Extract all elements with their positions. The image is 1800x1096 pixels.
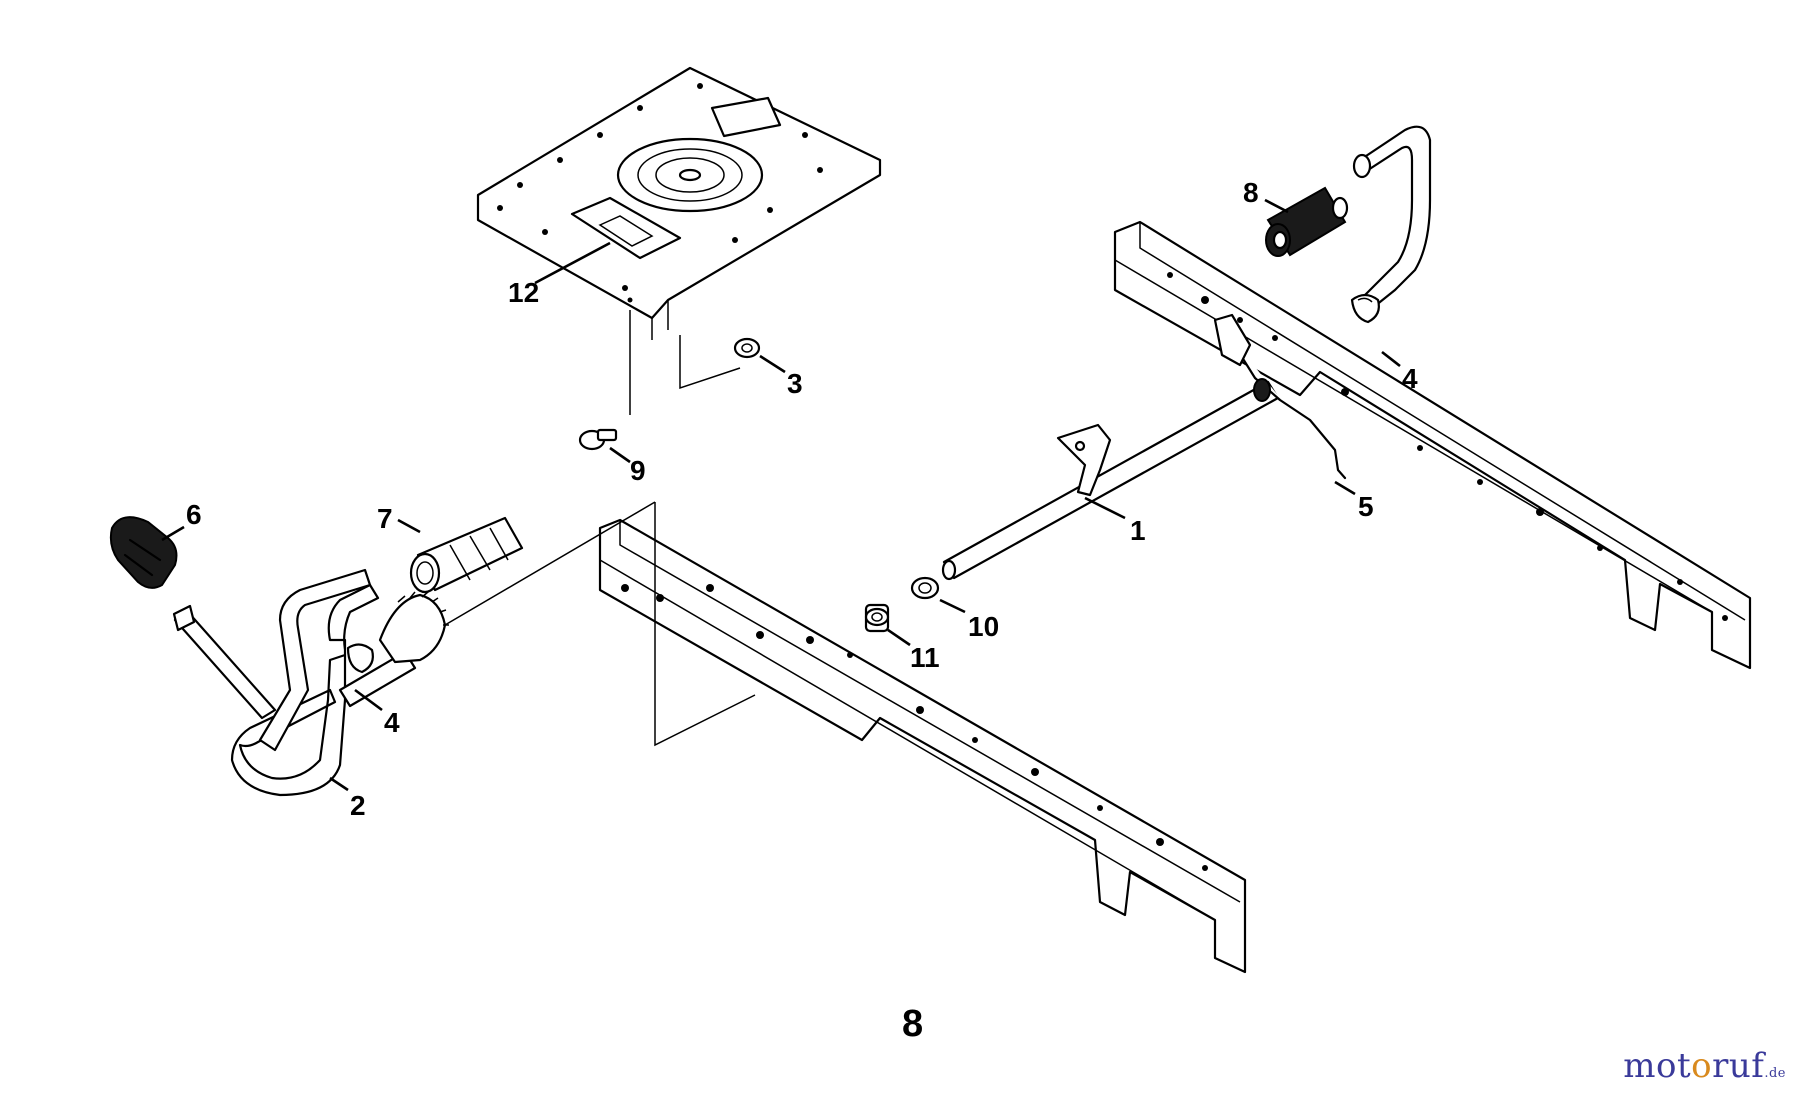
- nut: [733, 337, 761, 359]
- watermark-part-3: ruf: [1712, 1046, 1765, 1086]
- leader-2: [329, 776, 349, 792]
- leader-3: [759, 354, 786, 374]
- seat-plate: [476, 66, 882, 340]
- pedal-lever-left: [230, 568, 449, 797]
- watermark-part-2: o: [1691, 1046, 1713, 1086]
- callout-11: 11: [910, 642, 940, 673]
- cross-shaft: [941, 380, 1280, 581]
- page-number: 8: [902, 1003, 923, 1045]
- knob: [109, 516, 178, 589]
- bushing-10: [910, 576, 940, 600]
- watermark-part-1: mot: [1623, 1046, 1692, 1086]
- leader-12: [534, 241, 611, 285]
- leader-line: [679, 335, 741, 390]
- watermark-tld: .de: [1764, 1066, 1786, 1081]
- leader-11: [887, 628, 911, 647]
- leader-1: [1084, 496, 1126, 520]
- pedal-pad-left: [409, 516, 524, 594]
- callout-9: 9: [630, 455, 646, 486]
- pedal-lever-right: [1352, 125, 1432, 312]
- bushing-11: [864, 603, 890, 633]
- clip-right: [1350, 293, 1380, 324]
- leader-7: [397, 518, 421, 534]
- callout-4-left: 4: [384, 707, 400, 738]
- leader-10: [939, 598, 966, 614]
- leader-5: [1334, 480, 1356, 496]
- callout-10: 10: [968, 611, 999, 642]
- leader-line: [654, 502, 756, 747]
- frame-rail-left: [598, 518, 1247, 974]
- leader-4b: [1381, 350, 1401, 368]
- callout-2: 2: [350, 790, 366, 821]
- leader-line: [444, 501, 656, 626]
- pedal-pad-right: [1265, 186, 1349, 257]
- leader-4a: [354, 688, 383, 712]
- callout-8: 8: [1243, 177, 1259, 208]
- callout-5: 5: [1358, 491, 1374, 522]
- frame-rail-right: [1113, 220, 1752, 670]
- watermark-logo: motoruf.de: [1623, 1046, 1786, 1086]
- callout-3: 3: [787, 368, 803, 399]
- callout-12: 12: [508, 277, 539, 308]
- callout-7: 7: [377, 503, 393, 534]
- leader-6: [161, 525, 185, 542]
- leader-8: [1264, 198, 1289, 214]
- leader-9: [609, 446, 631, 464]
- callout-1: 1: [1130, 515, 1146, 546]
- callout-4-right: 4: [1402, 363, 1418, 394]
- spring: [1213, 313, 1347, 480]
- callout-6: 6: [186, 499, 202, 530]
- lever-rod: [172, 604, 277, 720]
- bolt: [578, 428, 618, 451]
